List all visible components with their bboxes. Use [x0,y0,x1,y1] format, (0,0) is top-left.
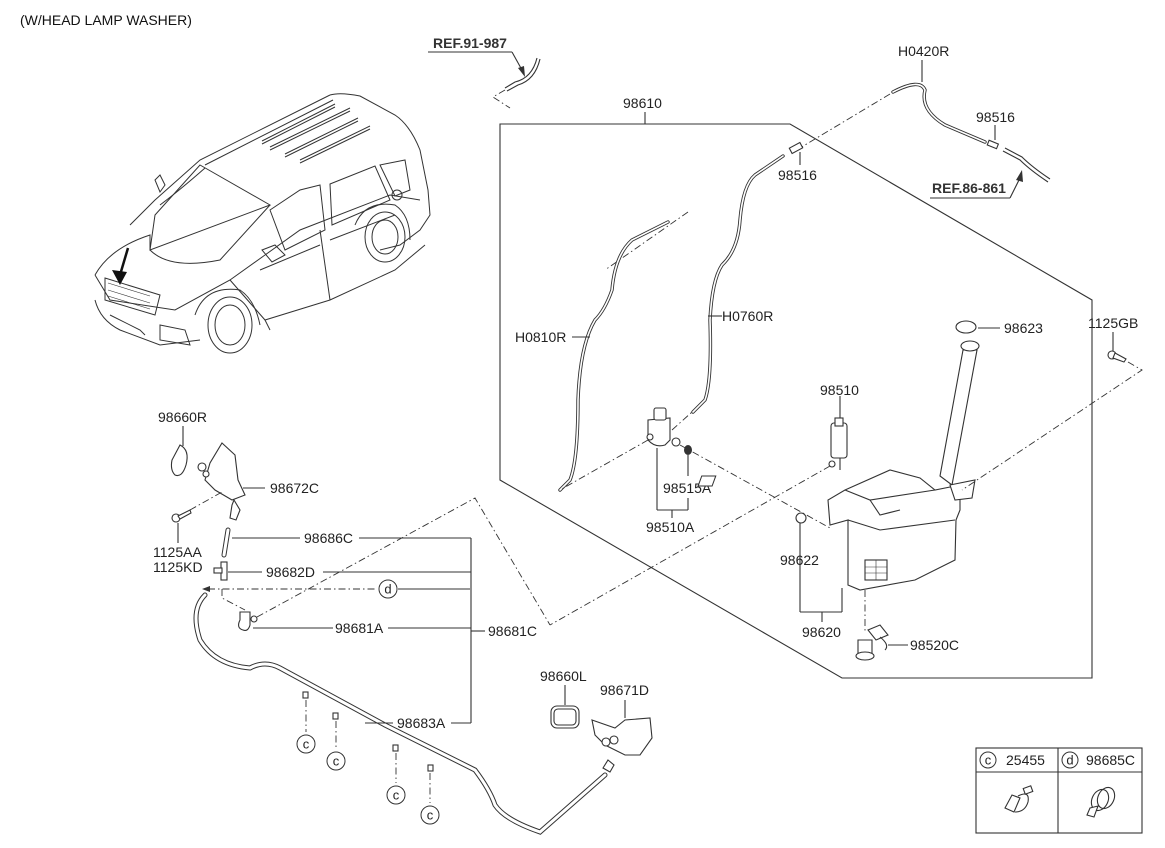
label-98510A[interactable]: 98510A [646,519,695,535]
location-arrow-icon [118,247,130,276]
label-98520C[interactable]: 98520C [910,637,959,653]
label-1125AA[interactable]: 1125AA [153,544,202,560]
legend-symbol-c [979,751,997,769]
legend-part-d[interactable]: 98685C [1086,752,1135,768]
label-98620[interactable]: 98620 [802,624,841,640]
clip-c-4[interactable]: c [420,764,440,825]
label-98681A[interactable]: 98681A [335,620,384,636]
label-H0420R[interactable]: H0420R [898,43,949,59]
label-98623[interactable]: 98623 [1004,320,1043,336]
clip-callouts: c c c c [296,691,440,825]
location-arrowhead-icon [112,270,127,285]
label-98510[interactable]: 98510 [820,382,859,398]
ref-91-987-group: REF.91-987 [428,35,541,109]
washer-nozzle-left: 98660L 98671D [540,668,653,773]
svg-text:d: d [384,582,391,597]
label-H0810R[interactable]: H0810R [515,329,566,345]
hose-assembly-98681C: 98686C 98682D d 98681A 98681C 98683A [193,497,608,835]
callout-d[interactable] [378,579,398,599]
legend-part-c[interactable]: 25455 [1006,752,1045,768]
svg-text:c: c [303,737,310,752]
label-98686C[interactable]: 98686C [304,530,353,546]
svg-text:c: c [333,754,340,769]
clip-c-2[interactable]: c [326,712,346,771]
clip-25455-icon [1004,785,1034,813]
hose-h0810r: H0810R [515,211,689,492]
label-98622[interactable]: 98622 [780,552,819,568]
pump-98510A: 98515A 98510A [559,407,831,535]
legend-table: c 25455 d 98685C [975,747,1143,834]
label-98671D[interactable]: 98671D [600,682,649,698]
label-98516-center[interactable]: 98516 [778,167,817,183]
diagram-title: (W/HEAD LAMP WASHER) [20,12,192,28]
label-98660L[interactable]: 98660L [540,668,587,684]
ref-label-right[interactable]: REF.86-861 [932,180,1006,196]
hose-h0760r: H0760R [691,154,785,414]
label-98516-right[interactable]: 98516 [976,109,1015,125]
label-1125KD[interactable]: 1125KD [153,559,203,575]
label-98610[interactable]: 98610 [623,95,662,111]
clamp-98685C-icon [1086,786,1116,818]
svg-text:c: c [985,753,992,768]
label-98683A[interactable]: 98683A [397,715,446,731]
label-98672C[interactable]: 98672C [270,480,319,496]
washer-nozzle-right: 98660R 98672C 1125AA 1125KD [153,409,319,575]
svg-text:c: c [427,808,434,823]
legend-symbol-d [1061,751,1079,769]
clip-c-1[interactable]: c [296,691,316,754]
svg-text:d: d [1066,753,1073,768]
label-98682D[interactable]: 98682D [266,564,315,580]
vehicle-illustration [94,93,431,354]
bolt-1125GB: 1125GB [961,315,1143,491]
ref-label-top[interactable]: REF.91-987 [433,35,507,51]
label-1125GB[interactable]: 1125GB [1088,315,1138,331]
assembly-98610-outline: 98610 [499,95,1093,679]
label-98681C[interactable]: 98681C [488,623,537,639]
pump-98510: 98510 [549,382,859,626]
connector-98516: 98516 [778,141,817,183]
reservoir-tank-98620: 98623 98622 98620 98520C [697,320,1043,661]
label-98660R[interactable]: 98660R [158,409,207,425]
label-H0760R[interactable]: H0760R [722,308,773,324]
hose-h0420r: H0420R 98516 REF.86-861 [799,43,1051,199]
clip-c-3[interactable]: c [386,744,406,805]
svg-text:c: c [393,788,400,803]
